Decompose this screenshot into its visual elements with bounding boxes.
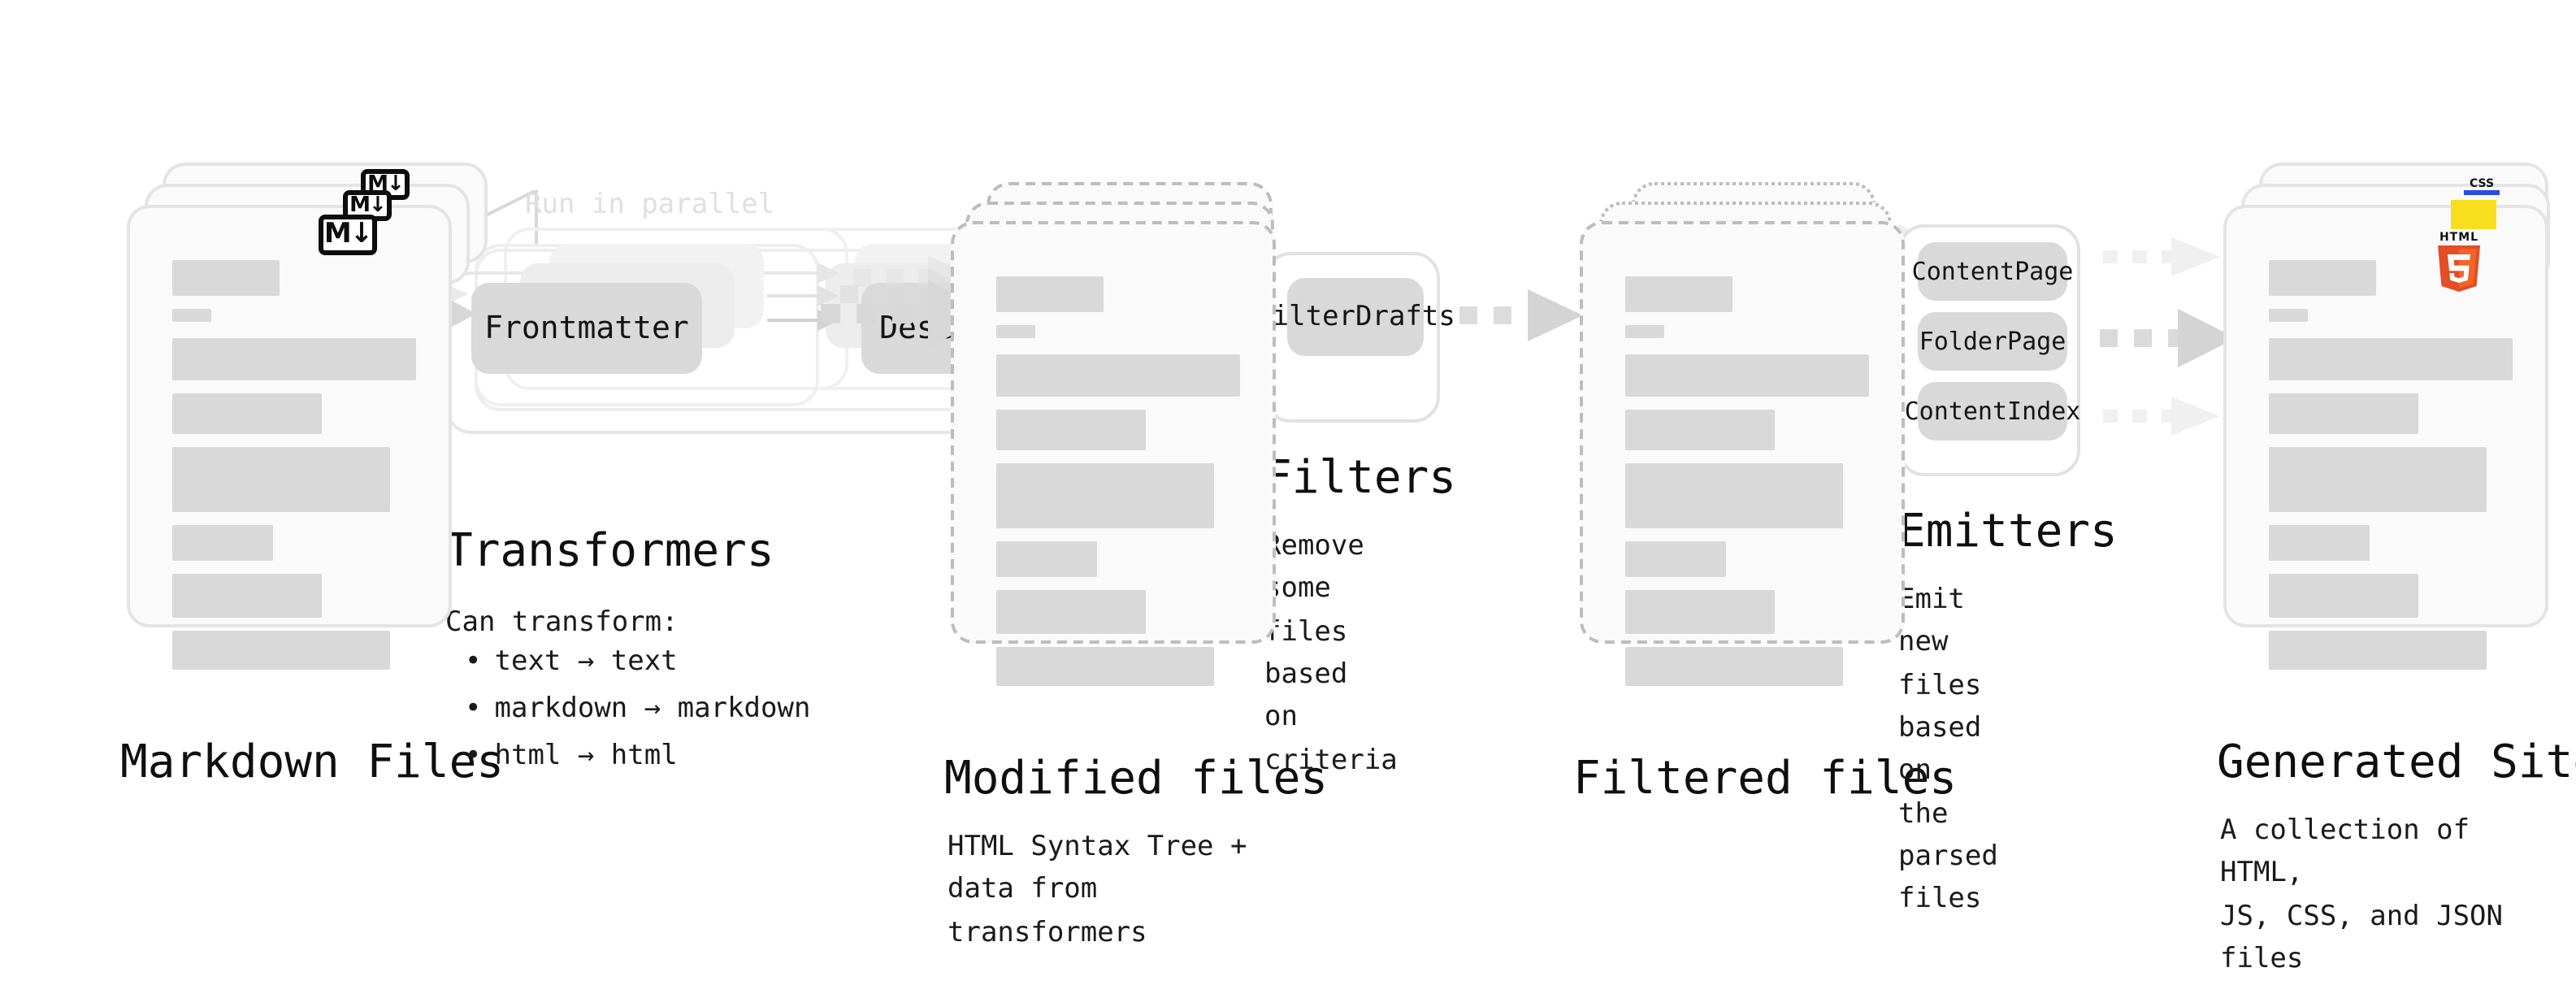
skeleton-bar — [1625, 325, 1664, 338]
generated-site-subtitle: A collection of HTML, JS, CSS, and JSON … — [2220, 814, 2503, 976]
skeleton-bar — [1625, 647, 1843, 686]
skeleton-bar — [996, 276, 1104, 312]
stage-markdown-files[interactable]: M↓ M↓ M↓ Markdown Files — [120, 163, 504, 788]
emitter-pill-label: ContentPage — [1911, 257, 2074, 286]
connector-emitters-to-site — [2100, 224, 2246, 460]
document-card-front — [127, 205, 452, 670]
html5-icon: HTML — [2431, 228, 2487, 293]
markdown-icon-glyph: M↓ — [349, 193, 387, 218]
stage-generated-site[interactable]: CSS HTML Generated Site A co — [2217, 163, 2576, 975]
skeleton-bar — [1625, 541, 1726, 577]
svg-text:CSS: CSS — [2470, 177, 2494, 190]
skeleton-bar — [172, 631, 390, 670]
css3-icon-glyph: CSS — [2464, 177, 2500, 195]
stage-title-markdown-files: Markdown Files — [120, 735, 505, 788]
javascript-icon-glyph — [2451, 200, 2496, 229]
transformer-pill-label: Frontmatter — [484, 310, 689, 346]
modified-file-stack — [951, 179, 1276, 686]
arrow-dotted — [1459, 289, 1583, 341]
emitters-group-box: ContentPage FolderPage ContentIndex — [1898, 224, 2080, 476]
transformer-pill-frontmatter[interactable]: Frontmatter — [471, 283, 702, 374]
skeleton-bar — [996, 354, 1240, 397]
filter-pill-filterdrafts[interactable]: FilterDrafts — [1255, 278, 1455, 356]
skeleton-bar — [172, 574, 322, 618]
css3-icon: CSS — [2461, 172, 2503, 198]
skeleton-bar — [996, 463, 1214, 528]
filters-group-box: FilterDrafts — [1255, 252, 1455, 423]
stage-filtered-files[interactable]: Filtered files — [1573, 179, 1957, 805]
emitters-subtitle: Emit new files based on the parsed files — [1898, 584, 1998, 916]
javascript-icon — [2451, 200, 2496, 229]
html5-icon-glyph: HTML — [2438, 231, 2480, 292]
run-in-parallel-label: Run in parallel — [525, 189, 775, 221]
markdown-icon: M↓ — [319, 215, 377, 255]
skeleton-bar — [2269, 260, 2376, 296]
skeleton-bar — [172, 309, 211, 322]
generated-site-stack: CSS HTML — [2223, 163, 2550, 670]
connector-filters-to-filtered — [1459, 289, 1589, 387]
stage-title-emitters: Emitters — [1898, 504, 2118, 558]
skeleton-bar — [1625, 590, 1775, 634]
filters-subtitle: Remove some files based on criteria — [1264, 530, 1398, 777]
skeleton-bar — [996, 541, 1097, 577]
skeleton-bar — [996, 647, 1214, 686]
emitter-pill-label: ContentIndex — [1904, 397, 2081, 426]
skeleton-bar — [996, 410, 1146, 450]
document-card-front — [1580, 221, 1905, 686]
skeleton-bar — [172, 393, 322, 434]
diagram-canvas: M↓ M↓ M↓ Markdown Files Ru — [0, 0, 2576, 681]
skeleton-bar — [1625, 410, 1775, 450]
emitter-pill-contentpage[interactable]: ContentPage — [1912, 242, 2073, 301]
filter-pill-label: FilterDrafts — [1255, 301, 1455, 333]
skeleton-bar — [172, 525, 273, 561]
stage-modified-files[interactable]: Modified files HTML Syntax Tree + data f… — [944, 179, 1328, 948]
skeleton-bar — [1625, 463, 1843, 528]
list-item: html → html — [465, 734, 810, 781]
skeleton-bar — [996, 325, 1035, 338]
transformers-bullet-list: text → text markdown → markdown html → h… — [465, 639, 811, 781]
document-card-front — [951, 221, 1276, 686]
skeleton-bar — [2269, 447, 2487, 512]
transformers-subtitle-head: Can transform: — [445, 606, 679, 639]
emitter-pill-label: FolderPage — [1919, 327, 2066, 356]
skeleton-bar — [2269, 631, 2487, 670]
skeleton-bar — [1625, 354, 1869, 397]
skeleton-bar — [172, 338, 416, 380]
markdown-file-stack: M↓ M↓ M↓ — [127, 163, 488, 670]
svg-text:HTML: HTML — [2439, 231, 2478, 244]
skeleton-bar — [2269, 393, 2418, 434]
markdown-icon: M↓ — [343, 190, 392, 221]
skeleton-bar — [2269, 309, 2308, 322]
skeleton-bar — [996, 590, 1146, 634]
emitter-pill-folderpage[interactable]: FolderPage — [1918, 312, 2067, 371]
skeleton-bar — [172, 260, 280, 296]
list-item: text → text — [465, 639, 810, 686]
skeleton-bar — [2269, 525, 2370, 561]
stage-title-filters: Filters — [1264, 450, 1457, 504]
skeleton-bar — [2269, 338, 2513, 380]
markdown-icon-glyph: M↓ — [323, 218, 373, 250]
stage-title-transformers: Transformers — [445, 523, 774, 577]
skeleton-bar — [1625, 276, 1733, 312]
list-item: markdown → markdown — [465, 686, 811, 733]
modified-files-subtitle: HTML Syntax Tree + data from transformer… — [948, 831, 1247, 949]
stage-title-generated-site: Generated Site — [2217, 735, 2576, 788]
document-card-front — [2223, 205, 2548, 670]
filtered-file-stack — [1580, 179, 1905, 686]
skeleton-bar — [172, 447, 390, 512]
emitter-pill-contentindex[interactable]: ContentIndex — [1905, 382, 2080, 441]
arrow-three-parallel-dotted — [2100, 237, 2236, 436]
skeleton-bar — [2269, 574, 2418, 618]
